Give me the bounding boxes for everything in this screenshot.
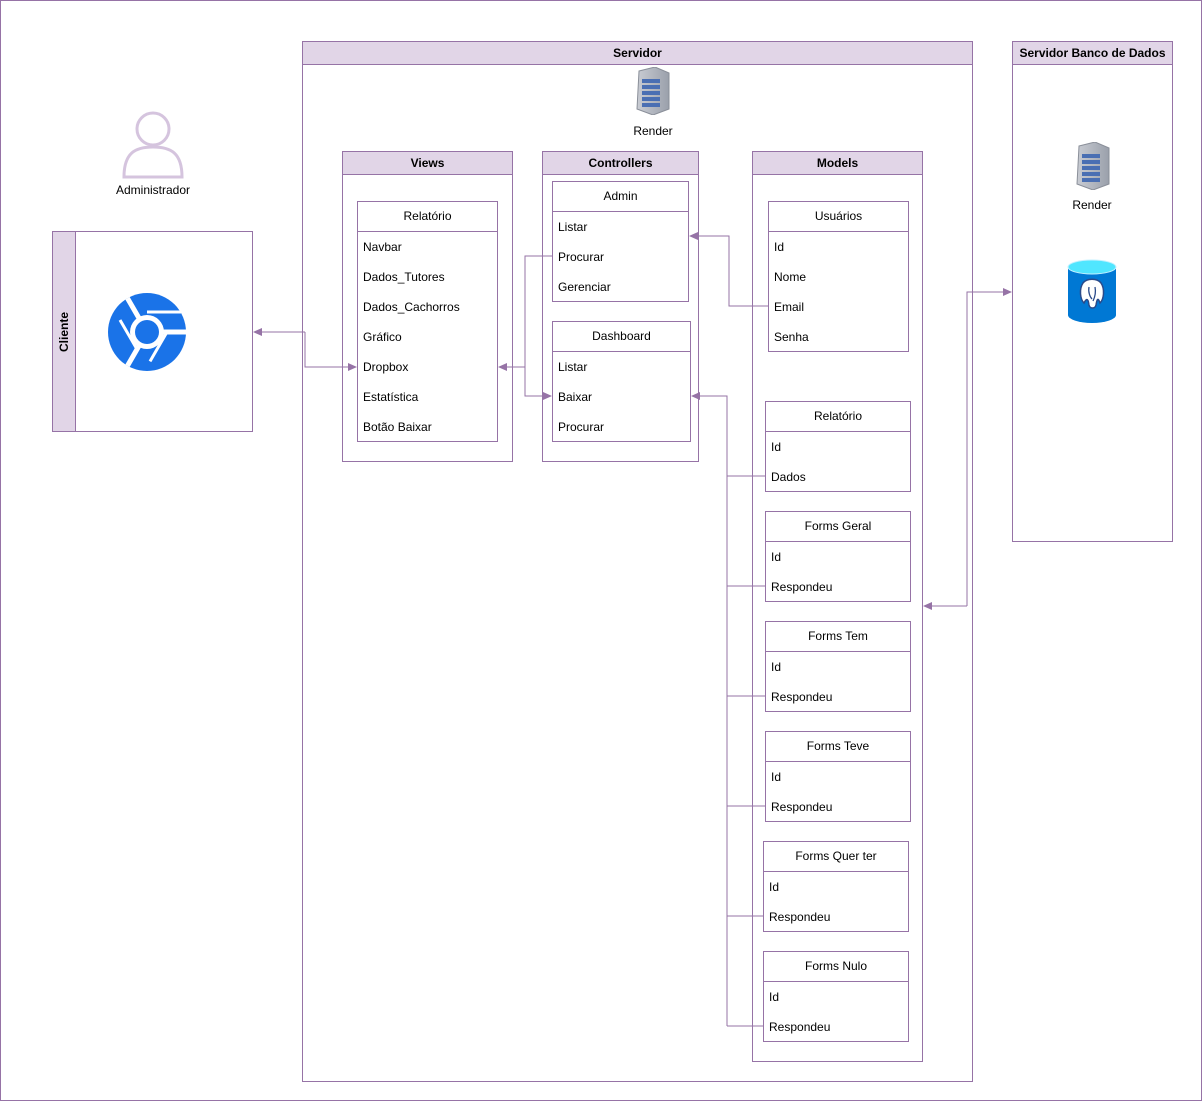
class-row: Procurar xyxy=(558,250,605,264)
class-row: Respondeu xyxy=(771,690,833,704)
class-title: Forms Tem xyxy=(766,622,910,652)
model-forms-quer-ter-class: Forms Quer ter Id Respondeu xyxy=(763,841,909,932)
servidor-title: Servidor xyxy=(303,42,972,65)
class-row: Respondeu xyxy=(771,580,833,594)
administrador-label: Administrador xyxy=(115,183,191,197)
class-row: Id xyxy=(769,880,780,894)
class-title: Forms Geral xyxy=(766,512,910,542)
class-row: Id xyxy=(771,440,782,454)
model-forms-nulo-class: Forms Nulo Id Respondeu xyxy=(763,951,909,1042)
views-title: Views xyxy=(343,152,512,175)
class-title: Admin xyxy=(553,182,688,212)
model-relatorio-class: Relatório Id Dados xyxy=(765,401,911,492)
administrador-actor xyxy=(121,111,185,179)
class-row: Respondeu xyxy=(769,910,831,924)
servidor-render-label: Render xyxy=(633,124,673,138)
class-row: Id xyxy=(774,240,785,254)
class-row: Dropbox xyxy=(363,360,409,374)
class-row: Listar xyxy=(558,220,588,234)
view-relatorio-class: Relatório Navbar Dados_Tutores Dados_Cac… xyxy=(357,201,498,442)
postgresql-icon xyxy=(1067,259,1117,323)
class-row: Respondeu xyxy=(771,800,833,814)
model-forms-tem-class: Forms Tem Id Respondeu xyxy=(765,621,911,712)
db-render-label: Render xyxy=(1072,198,1112,212)
class-title: Relatório xyxy=(766,402,910,432)
class-row: Senha xyxy=(774,330,809,344)
class-row: Respondeu xyxy=(769,1020,831,1034)
class-title: Forms Quer ter xyxy=(764,842,908,872)
user-icon xyxy=(122,111,184,179)
model-forms-teve-class: Forms Teve Id Respondeu xyxy=(765,731,911,822)
class-row: Dados_Tutores xyxy=(363,270,445,284)
class-row: Botão Baixar xyxy=(363,420,432,434)
class-title: Forms Teve xyxy=(766,732,910,762)
class-row: Gerenciar xyxy=(558,280,611,294)
class-row: Id xyxy=(769,990,780,1004)
controllers-title: Controllers xyxy=(543,152,698,175)
cliente-header: Cliente xyxy=(53,232,76,431)
class-row: Listar xyxy=(558,360,588,374)
class-row: Estatística xyxy=(363,390,419,404)
class-title: Dashboard xyxy=(553,322,690,352)
class-row: Navbar xyxy=(363,240,402,254)
class-row: Id xyxy=(771,770,782,784)
db-server-title: Servidor Banco de Dados xyxy=(1013,42,1172,65)
class-row: Gráfico xyxy=(363,330,402,344)
class-title: Usuários xyxy=(769,202,908,232)
cliente-title: Cliente xyxy=(57,311,71,352)
cliente-container: Cliente xyxy=(52,231,253,432)
chrome-icon xyxy=(108,293,186,371)
class-row: Procurar xyxy=(558,420,605,434)
model-forms-geral-class: Forms Geral Id Respondeu xyxy=(765,511,911,602)
class-row: Dados xyxy=(771,470,806,484)
class-row: Dados_Cachorros xyxy=(363,300,460,314)
server-icon xyxy=(636,67,670,115)
class-row: Id xyxy=(771,660,782,674)
server-icon xyxy=(1076,142,1110,190)
class-title: Forms Nulo xyxy=(764,952,908,982)
class-row: Baixar xyxy=(558,390,593,404)
model-usuarios-class: Usuários Id Nome Email Senha xyxy=(768,201,909,352)
controller-admin-class: Admin Listar Procurar Gerenciar xyxy=(552,181,689,302)
class-row: Email xyxy=(774,300,805,314)
edge-models-db xyxy=(966,288,1012,606)
controller-dashboard-class: Dashboard Listar Baixar Procurar xyxy=(552,321,691,442)
class-row: Nome xyxy=(774,270,807,284)
class-title: Relatório xyxy=(358,202,497,232)
models-title: Models xyxy=(753,152,922,175)
class-row: Id xyxy=(771,550,782,564)
